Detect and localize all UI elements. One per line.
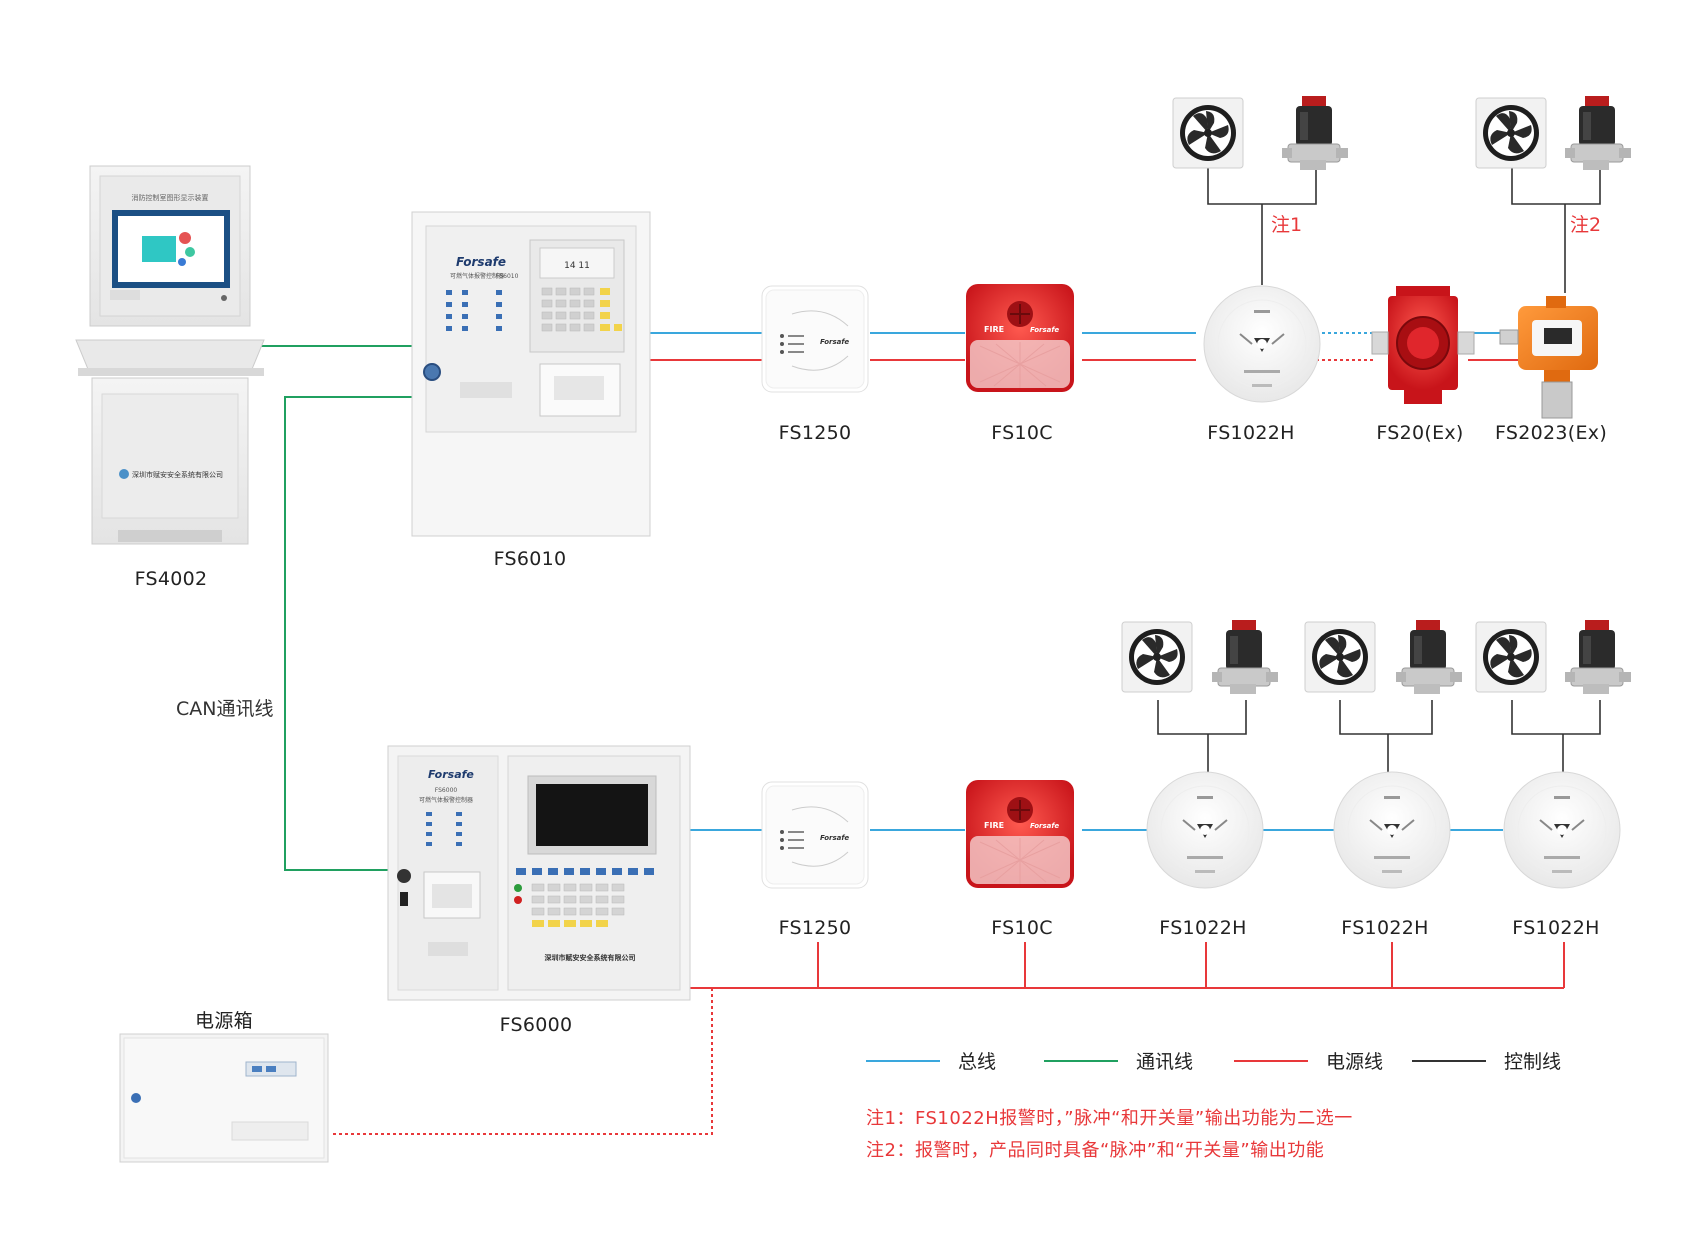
label-fs20ex: FS20(Ex) bbox=[1376, 422, 1464, 444]
fs6000-brand: Forsafe bbox=[428, 768, 474, 781]
control-wires bbox=[1157, 163, 1601, 780]
legend-bus-label: 总线 bbox=[958, 1051, 997, 1073]
fan-bottom-1 bbox=[1121, 621, 1193, 693]
fs6000-model: FS6000 bbox=[435, 787, 458, 794]
fs6010-time: 14 11 bbox=[564, 261, 590, 271]
fs1250-bottom bbox=[761, 781, 869, 889]
legend-power-line bbox=[1234, 1060, 1308, 1062]
fan-bottom-3 bbox=[1475, 621, 1547, 693]
label-power-box: 电源箱 bbox=[195, 1010, 253, 1032]
fs1022h-bottom-1 bbox=[1146, 771, 1264, 889]
fan-top-2 bbox=[1475, 97, 1547, 169]
valve-top-1 bbox=[1281, 95, 1349, 171]
valve-bottom-1 bbox=[1211, 619, 1279, 695]
note-mark-2: 注2 bbox=[1570, 214, 1602, 236]
power-box bbox=[119, 1033, 329, 1163]
fs6010-model: FS6010 bbox=[496, 273, 519, 280]
fs6010-name: 可燃气体报警控制器 bbox=[450, 272, 504, 280]
label-fs1250-top: FS1250 bbox=[778, 422, 852, 444]
note-mark-1: 注1 bbox=[1271, 214, 1303, 236]
fs4002-company: 深圳市赋安安全系统有限公司 bbox=[132, 470, 223, 479]
label-fs1022h-bottom-3: FS1022H bbox=[1512, 917, 1600, 939]
fs6010-brand: Forsafe bbox=[456, 255, 506, 269]
fs1022h-top bbox=[1203, 285, 1321, 403]
fan-bottom-2 bbox=[1304, 621, 1376, 693]
fs10c-bottom bbox=[965, 779, 1075, 889]
power-wires-bottom bbox=[330, 942, 1565, 1135]
legend-bus-line bbox=[866, 1060, 940, 1062]
label-fs4002: FS4002 bbox=[134, 568, 208, 590]
legend-comm-label: 通讯线 bbox=[1136, 1051, 1194, 1073]
fs1250-top bbox=[761, 285, 869, 393]
fs6000-name: 可燃气体报警控制器 bbox=[419, 796, 473, 804]
legend-control-line bbox=[1412, 1060, 1486, 1062]
can-label: CAN通讯线 bbox=[176, 698, 274, 720]
valve-bottom-3 bbox=[1564, 619, 1632, 695]
fs1022h-bottom-2 bbox=[1333, 771, 1451, 889]
valve-top-2 bbox=[1564, 95, 1632, 171]
note-1: 注1：FS1022H报警时，”脉冲“和开关量”输出功能为二选一 bbox=[866, 1108, 1353, 1129]
fs6000-company: 深圳市赋安安全系统有限公司 bbox=[545, 953, 636, 962]
label-fs1022h-bottom-1: FS1022H bbox=[1159, 917, 1247, 939]
note-2: 注2：报警时，产品同时具备“脉冲”和“开关量”输出功能 bbox=[866, 1140, 1325, 1161]
fs4002-console: 消防控制室图形显示装置 深圳市赋安安全系统有限公司 bbox=[75, 165, 265, 545]
fs4002-screen-title: 消防控制室图形显示装置 bbox=[132, 193, 209, 202]
fs6000-panel: Forsafe FS6000 可燃气体报警控制器 深圳市赋安安全系统有限公司 bbox=[387, 745, 691, 1001]
label-fs1250-bottom: FS1250 bbox=[778, 917, 852, 939]
label-fs10c-top: FS10C bbox=[991, 422, 1053, 444]
legend-control-label: 控制线 bbox=[1504, 1051, 1562, 1073]
label-fs10c-bottom: FS10C bbox=[991, 917, 1053, 939]
comm-wires bbox=[240, 345, 415, 871]
valve-bottom-2 bbox=[1395, 619, 1463, 695]
fs10c-top bbox=[965, 283, 1075, 393]
legend-comm-line bbox=[1044, 1060, 1118, 1062]
fan-top-1 bbox=[1172, 97, 1244, 169]
label-fs1022h-bottom-2: FS1022H bbox=[1341, 917, 1429, 939]
fs6010-panel: Forsafe 可燃气体报警控制器 FS6010 14 11 bbox=[411, 211, 651, 537]
label-fs6000: FS6000 bbox=[499, 1014, 573, 1036]
fs2023ex-detector bbox=[1499, 296, 1598, 419]
fs1022h-bottom-3 bbox=[1503, 771, 1621, 889]
label-fs6010: FS6010 bbox=[493, 548, 567, 570]
label-fs2023ex: FS2023(Ex) bbox=[1494, 422, 1608, 444]
label-fs1022h-top: FS1022H bbox=[1207, 422, 1295, 444]
fs20ex-alarm bbox=[1371, 286, 1475, 404]
legend-power-label: 电源线 bbox=[1326, 1051, 1384, 1073]
